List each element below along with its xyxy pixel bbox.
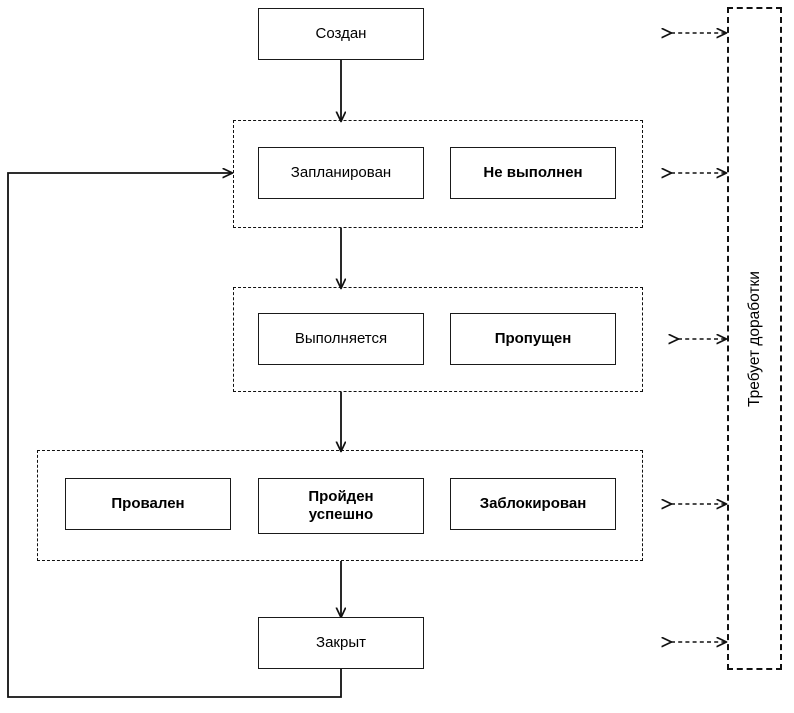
rework-panel[interactable]: Требует доработки bbox=[727, 7, 782, 670]
state-node-not-executed[interactable]: Не выполнен bbox=[450, 147, 616, 199]
state-group-running bbox=[233, 287, 643, 392]
state-node-planned[interactable]: Запланирован bbox=[258, 147, 424, 199]
rework-arrow-group bbox=[671, 33, 726, 642]
state-group-planned bbox=[233, 120, 643, 228]
rework-panel-label: Требует доработки bbox=[745, 270, 763, 407]
state-node-created[interactable]: Создан bbox=[258, 8, 424, 60]
state-group-finished bbox=[37, 450, 643, 561]
state-node-blocked[interactable]: Заблокирован bbox=[450, 478, 616, 530]
state-node-passed[interactable]: Пройден успешно bbox=[258, 478, 424, 534]
state-node-failed[interactable]: Провален bbox=[65, 478, 231, 530]
state-node-closed[interactable]: Закрыт bbox=[258, 617, 424, 669]
state-node-in-progress[interactable]: Выполняется bbox=[258, 313, 424, 365]
state-node-skipped[interactable]: Пропущен bbox=[450, 313, 616, 365]
